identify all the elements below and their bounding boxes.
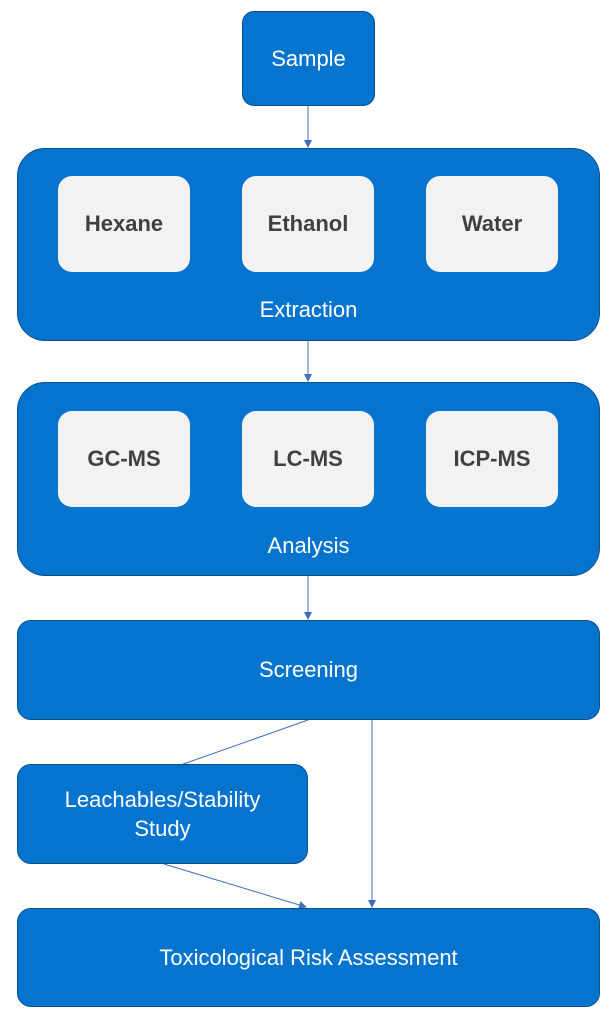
tox-label: Toxicological Risk Assessment	[159, 944, 458, 970]
extraction-item-water: Water	[426, 176, 558, 272]
screening-node: Screening	[17, 620, 600, 720]
tox-node: Toxicological Risk Assessment	[17, 908, 600, 1007]
analysis-item-icp-ms: ICP-MS	[426, 411, 558, 507]
arrow-leachables-to-tox	[163, 863, 307, 909]
analysis-label: Analysis	[267, 533, 350, 558]
sample-node: Sample	[242, 11, 375, 106]
sample-label: Sample	[271, 45, 346, 71]
extraction-item-label: Water	[461, 211, 523, 236]
extraction-item-hexane: Hexane	[58, 176, 190, 272]
analysis-item-label: ICP-MS	[453, 446, 531, 471]
analysis-item-label: LC-MS	[273, 446, 343, 471]
extraction-group: Hexane Ethanol Water Extraction	[17, 148, 600, 341]
analysis-item-label: GC-MS	[87, 446, 161, 471]
leachables-node: Leachables/Stability Study	[17, 764, 308, 864]
extraction-item-ethanol: Ethanol	[242, 176, 374, 272]
analysis-item-gc-ms: GC-MS	[58, 411, 190, 507]
extraction-item-label: Hexane	[84, 211, 164, 236]
analysis-group: GC-MS LC-MS ICP-MS Analysis	[17, 382, 600, 576]
analysis-item-lc-ms: LC-MS	[242, 411, 374, 507]
extraction-label: Extraction	[259, 297, 358, 322]
screening-label: Screening	[258, 657, 359, 682]
extraction-item-label: Ethanol	[267, 211, 349, 236]
leachables-label: Leachables/Stability Study	[64, 787, 261, 841]
